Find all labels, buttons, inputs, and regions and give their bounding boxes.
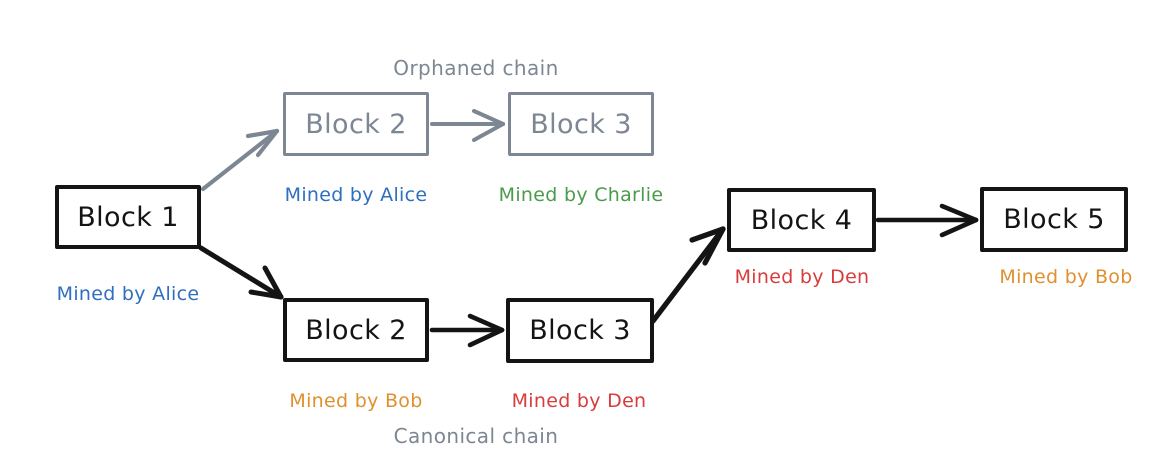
arrow-canonical-block-3-to-canonical-block-4 (650, 226, 726, 324)
canonical-block-2[interactable]: Block 2 (283, 298, 429, 362)
miner-label-canonical-block-2-text: Mined by Bob (289, 390, 423, 412)
miner-label-orphan-block-3-text: Mined by Charlie (498, 184, 664, 206)
canonical-block-5-label: Block 5 (1003, 204, 1105, 235)
miner-label-canonical-block-3: Mined by Den (498, 392, 660, 411)
miner-label-canonical-block-4: Mined by Den (721, 268, 883, 287)
arrow-orphan-block-2-to-orphan-block-3 (430, 109, 505, 142)
canonical-block-4-label: Block 4 (750, 204, 853, 236)
orphaned-chain-caption: Orphaned chain (371, 58, 581, 78)
miner-label-canonical-block-3-text: Mined by Den (511, 390, 647, 412)
arrow-canonical-block-4-to-canonical-block-5 (875, 203, 979, 238)
block-1[interactable]: Block 1 (55, 185, 201, 249)
canonical-chain-caption: Canonical chain (371, 426, 581, 446)
miner-label-canonical-block-5: Mined by Bob (985, 268, 1147, 287)
miner-label-canonical-block-2: Mined by Bob (275, 392, 437, 411)
orphan-block-2[interactable]: Block 2 (283, 92, 429, 156)
orphan-block-3[interactable]: Block 3 (508, 92, 654, 156)
canonical-block-3-label: Block 3 (529, 315, 631, 346)
arrow-block-1-to-orphan-block-2 (200, 128, 280, 192)
miner-label-block-1: Mined by Alice (38, 285, 218, 304)
canonical-chain-caption-text: Canonical chain (393, 424, 559, 448)
canonical-block-2-label: Block 2 (305, 314, 407, 346)
canonical-block-4[interactable]: Block 4 (727, 188, 876, 252)
orphan-block-3-label: Block 3 (530, 108, 632, 140)
orphaned-chain-caption-text: Orphaned chain (393, 56, 559, 80)
orphan-block-2-label: Block 2 (305, 108, 407, 140)
miner-label-orphan-block-3: Mined by Charlie (479, 186, 683, 205)
canonical-block-3[interactable]: Block 3 (506, 298, 654, 363)
miner-label-orphan-block-2-text: Mined by Alice (284, 184, 428, 206)
miner-label-canonical-block-4-text: Mined by Den (734, 266, 870, 288)
arrow-canonical-block-2-to-canonical-block-3 (429, 313, 505, 348)
miner-label-canonical-block-5-text: Mined by Bob (999, 266, 1133, 288)
miner-label-block-1-text: Mined by Alice (56, 283, 200, 305)
miner-label-orphan-block-2: Mined by Alice (266, 186, 446, 205)
block-1-label: Block 1 (77, 201, 179, 233)
canonical-block-5[interactable]: Block 5 (980, 187, 1128, 252)
